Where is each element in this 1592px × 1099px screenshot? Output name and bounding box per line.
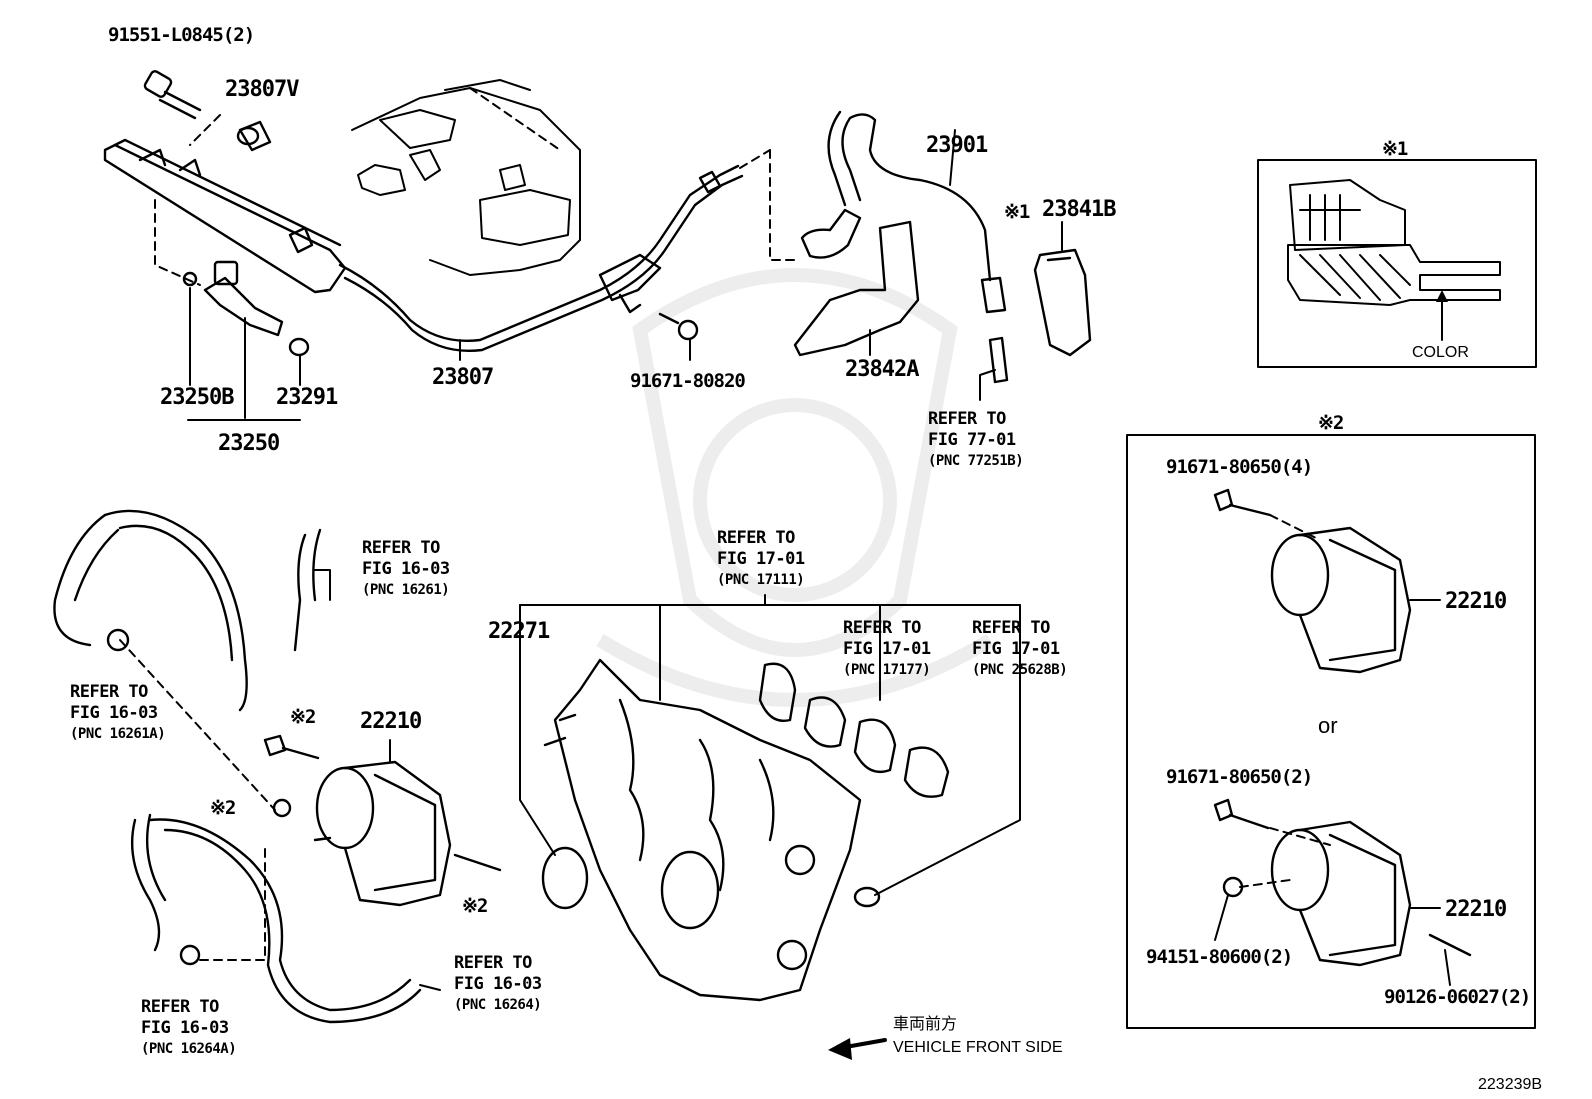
mark-star2-nut: ※2 (210, 797, 236, 819)
refer-16264A-line1: REFER TO (141, 997, 219, 1017)
refer-25628B: REFER TO FIG 17-01 (PNC 25628B) (972, 618, 1068, 681)
watermark-logo (596, 268, 994, 707)
refer-17177-line3: (PNC 17177) (843, 662, 931, 678)
refer-16264A-line3: (PNC 16264A) (141, 1041, 237, 1057)
or-label: or (1318, 713, 1338, 738)
refer-16261A-line3: (PNC 16261A) (70, 726, 166, 742)
leader-lines (187, 129, 1451, 991)
refer-16261A-line1: REFER TO (70, 682, 148, 702)
label-23250: 23250 (218, 431, 280, 456)
refer-77-01-line1: REFER TO (928, 409, 1006, 429)
bolt-91671-80820 (658, 312, 699, 341)
bracket-23842A (793, 220, 920, 357)
throttle-body-22210 (263, 734, 502, 907)
label-91551: 91551-L0845(2) (108, 24, 255, 46)
mark-star2-bolt: ※2 (290, 706, 316, 728)
inset-box-1 (1257, 159, 1537, 368)
label-23842A: 23842A (845, 357, 919, 382)
hose-23901 (800, 110, 1007, 314)
refer-16261A-line2: FIG 16-03 (70, 703, 158, 723)
refer-16261: REFER TO FIG 16-03 (PNC 16261) (362, 538, 450, 601)
collar-23807V (236, 120, 272, 152)
throttle-body-alt2 (1213, 798, 1472, 967)
refer-77-01-line2: FIG 77-01 (928, 430, 1016, 450)
refer-25628B-line1: REFER TO (972, 618, 1050, 638)
label-23841B: 23841B (1042, 197, 1116, 222)
intake-manifold-22271 (543, 658, 862, 1002)
refer-17111-line2: FIG 17-01 (717, 549, 805, 569)
refer-25628B-line2: FIG 17-01 (972, 639, 1060, 659)
refer-17111: REFER TO FIG 17-01 (PNC 17111) (717, 528, 805, 591)
mark-star2-stud: ※2 (462, 895, 488, 917)
sensor-23841B (1033, 248, 1092, 357)
refer-16261-line3: (PNC 16261) (362, 582, 450, 598)
refer-17111-line3: (PNC 17111) (717, 572, 805, 588)
inset1-title: ※1 (1382, 138, 1408, 160)
mark-star1: ※1 (1004, 201, 1030, 223)
bolt-91551 (143, 70, 202, 120)
refer-16264: REFER TO FIG 16-03 (PNC 16264) (454, 953, 542, 1016)
refer-16264-line2: FIG 16-03 (454, 974, 542, 994)
gasket-set-17177 (758, 662, 950, 798)
label-22271: 22271 (488, 619, 550, 644)
color-label: COLOR (1412, 344, 1469, 361)
refer-16261-line2: FIG 16-03 (362, 559, 450, 579)
front-side-en: VEHICLE FRONT SIDE (893, 1039, 1063, 1056)
gasket-22271 (541, 846, 589, 910)
refer-17177-line2: FIG 17-01 (843, 639, 931, 659)
label-22210-alt1: 22210 (1445, 589, 1507, 614)
label-23807: 23807 (432, 365, 494, 390)
pipe-77251B (988, 336, 1009, 384)
label-91671-80820: 91671-80820 (630, 370, 746, 392)
label-91671-80650-2: 91671-80650(2) (1166, 766, 1313, 788)
refer-77-01: REFER TO FIG 77-01 (PNC 77251B) (928, 409, 1024, 472)
refer-16264A: REFER TO FIG 16-03 (PNC 16264A) (141, 997, 237, 1060)
label-23901: 23901 (926, 133, 988, 158)
refer-16261A: REFER TO FIG 16-03 (PNC 16261A) (70, 682, 166, 745)
hose-16261 (53, 509, 322, 712)
throttle-body-alt1 (1213, 488, 1412, 674)
refer-16261-line1: REFER TO (362, 538, 440, 558)
label-90126: 90126-06027(2) (1384, 986, 1531, 1008)
connector-detail (1287, 179, 1501, 306)
engine-block (351, 79, 581, 276)
refer-17111-line1: REFER TO (717, 528, 795, 548)
dashed-lines (119, 114, 1331, 961)
refer-16264A-line2: FIG 16-03 (141, 1018, 229, 1038)
front-side-jp: 車両前方 (893, 1016, 958, 1033)
hose-16264 (106, 628, 422, 1024)
gasket-25628B (853, 886, 881, 908)
refer-16264-line3: (PNC 16264) (454, 997, 542, 1013)
inset-box-2 (1126, 434, 1536, 1029)
label-22210: 22210 (360, 709, 422, 734)
refer-77-01-line3: (PNC 77251B) (928, 453, 1024, 469)
label-23250B: 23250B (160, 385, 234, 410)
refer-17177: REFER TO FIG 17-01 (PNC 17177) (843, 618, 931, 681)
injector-23250 (182, 260, 310, 357)
label-94151: 94151-80600(2) (1146, 946, 1293, 968)
figure-code: 223239B (1478, 1076, 1543, 1093)
label-22210-alt2: 22210 (1445, 897, 1507, 922)
label-23291: 23291 (276, 385, 338, 410)
label-91671-80650-4: 91671-80650(4) (1166, 456, 1313, 478)
refer-16264-line1: REFER TO (454, 953, 532, 973)
label-23807V: 23807V (225, 77, 299, 102)
refer-25628B-line3: (PNC 25628B) (972, 662, 1068, 678)
refer-17177-line1: REFER TO (843, 618, 921, 638)
inset2-title: ※2 (1318, 412, 1344, 434)
